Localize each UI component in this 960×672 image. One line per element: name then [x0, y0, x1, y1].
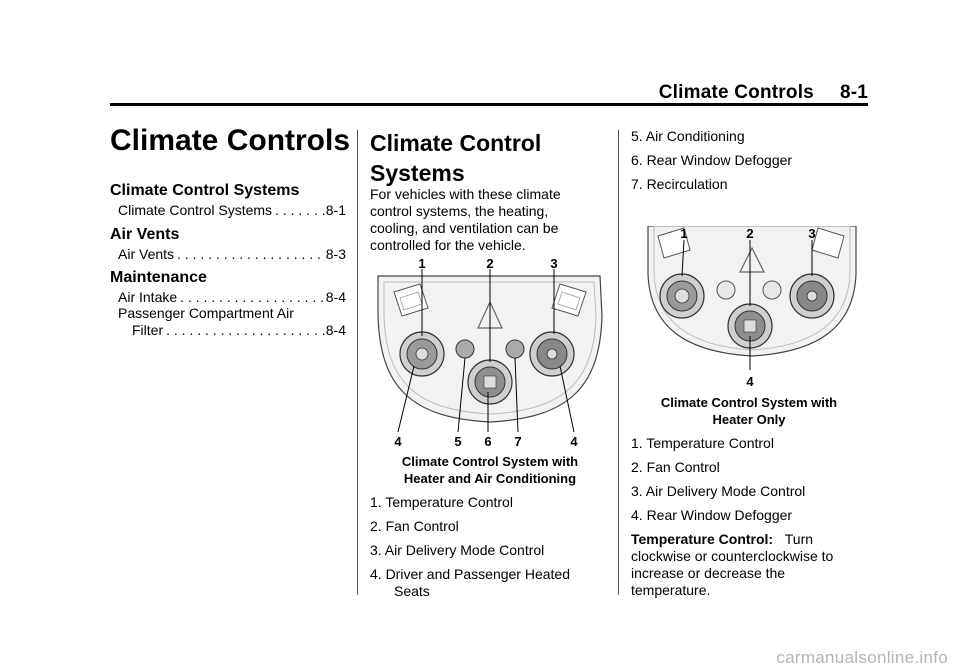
- running-header: Climate Controls 8-1: [598, 82, 868, 104]
- list-item: 1. Temperature Control: [370, 494, 513, 510]
- column-divider: [618, 130, 619, 595]
- list-item: 1. Temperature Control: [631, 435, 774, 451]
- toc-section-heading: Climate Control Systems: [110, 182, 300, 199]
- header-section: Climate Controls: [658, 82, 814, 103]
- section-heading: Climate Control Systems: [370, 130, 542, 186]
- callout-label: 3: [550, 256, 557, 271]
- chapter-title: Climate Controls: [110, 124, 351, 157]
- legend-list-1-continued: 5. Air Conditioning 6. Rear Window Defog…: [631, 128, 861, 200]
- toc-entry[interactable]: Filter8-4: [132, 322, 346, 338]
- toc-entry[interactable]: Air Intake8-4: [118, 289, 346, 305]
- toc-section-heading: Air Vents: [110, 226, 180, 243]
- list-item: 7. Recirculation: [631, 176, 728, 192]
- header-page-number: 8-1: [839, 82, 868, 103]
- callout-label: 7: [514, 434, 521, 449]
- list-item: 2. Fan Control: [370, 518, 459, 534]
- figure-caption: Climate Control System with Heater Only: [660, 395, 838, 427]
- callout-label: 6: [484, 434, 491, 449]
- figure-hvac-ac-panel: 1 2 3 4 5 6 7 4: [377, 256, 603, 449]
- callout-label: 4: [394, 434, 402, 449]
- list-item: 3. Air Delivery Mode Control: [370, 542, 545, 558]
- callout-label: 2: [486, 256, 493, 271]
- watermark: carmanualsonline.info: [776, 648, 948, 667]
- callout-label: 5: [454, 434, 461, 449]
- temperature-control-paragraph: Temperature Control: Turn clockwise or c…: [631, 531, 834, 598]
- figure-hvac-heater-panel: 1 2 3 4: [647, 226, 857, 389]
- callout-label: 4: [570, 434, 578, 449]
- callout-label: 1: [418, 256, 425, 271]
- list-item: 4. Driver and Passenger Heated: [370, 566, 570, 582]
- legend-list-1: 1. Temperature Control 2. Fan Control 3.…: [370, 494, 610, 600]
- toc-entry-line1[interactable]: Passenger Compartment Air: [118, 305, 294, 321]
- list-item: 5. Air Conditioning: [631, 128, 745, 144]
- toc-entry[interactable]: Air Vents8-3: [118, 246, 346, 262]
- list-item: 4. Rear Window Defogger: [631, 507, 793, 523]
- callout-label: 1: [680, 226, 687, 241]
- column-divider: [357, 130, 358, 595]
- callout-label: 3: [808, 226, 815, 241]
- intro-paragraph: For vehicles with these climate control …: [370, 186, 561, 253]
- callout-label: 4: [746, 374, 754, 389]
- toc-entry[interactable]: Climate Control Systems8-1: [118, 202, 346, 218]
- header-rule: [110, 103, 868, 106]
- legend-list-2: 1. Temperature Control 2. Fan Control 3.…: [631, 435, 861, 531]
- list-item: 3. Air Delivery Mode Control: [631, 483, 806, 499]
- list-item: 2. Fan Control: [631, 459, 720, 475]
- toc-section-heading: Maintenance: [110, 269, 207, 286]
- list-item-continuation: Seats: [394, 583, 430, 599]
- term: Temperature Control:: [631, 531, 774, 547]
- figure-caption: Climate Control System with Heater and A…: [401, 454, 579, 486]
- callout-label: 2: [746, 226, 753, 241]
- list-item: 6. Rear Window Defogger: [631, 152, 793, 168]
